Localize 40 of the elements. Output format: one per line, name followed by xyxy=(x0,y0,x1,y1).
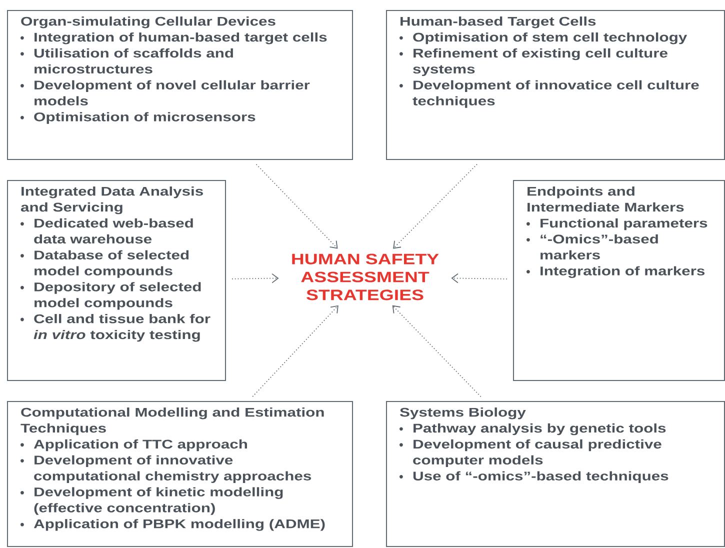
box-heading: Integrated Data Analysis and Servicing xyxy=(20,186,203,214)
arrow xyxy=(232,273,279,284)
topic-box xyxy=(386,401,725,547)
bullet-item: Refinement of existing cell culture systems xyxy=(400,48,668,76)
arrow xyxy=(451,273,508,284)
central-title: HUMAN SAFETY ASSESSMENT STRATEGIES xyxy=(292,254,439,300)
bullet-item: Database of selected model compounds xyxy=(20,250,189,278)
bullet-item: Integration of markers xyxy=(526,266,704,278)
box-heading: Systems Biology xyxy=(400,408,526,420)
topic-box xyxy=(513,180,725,381)
bullet-item: Application of PBPK modelling (ADME) xyxy=(20,519,325,531)
bullet-item: Pathway analysis by genetic tools xyxy=(400,423,666,436)
arrow xyxy=(393,164,478,249)
bullet-item: “-Omics”-based markers xyxy=(526,234,658,260)
bullet-item: Development of innovative computational chemistry approaches xyxy=(20,455,311,483)
bullet-item: Development of kinetic modelling (effective concentration) xyxy=(20,487,283,515)
box-heading: Organ-simulating Cellular Devices xyxy=(21,16,276,28)
bullet-item: Cell and tissue bank for in vitro toxicity testing xyxy=(20,314,210,342)
box-heading: Computational Modelling and Estimation Techniques xyxy=(20,408,324,436)
bullet-item: Depository of selected model compounds xyxy=(20,282,201,310)
topic-box xyxy=(386,10,725,160)
bullet-item: Development of innovatice cell culture techniques xyxy=(400,80,699,108)
bullet-item: Optimisation of microsensors xyxy=(20,112,256,124)
arrow xyxy=(252,305,338,398)
arrow xyxy=(256,164,338,249)
bullet-item: Application of TTC approach xyxy=(20,439,247,452)
bullet-item: Dedicated web-based data warehouse xyxy=(20,218,193,244)
box-heading: Human-based Target Cells xyxy=(400,16,596,28)
topic-box xyxy=(7,401,353,547)
box-heading: Endpoints and Intermediate Markers xyxy=(528,186,684,212)
bullet-item: Integration of human-based target cells xyxy=(20,32,327,44)
arrow xyxy=(392,305,482,398)
bullet-item: Utilisation of scaffolds and microstructures xyxy=(20,48,233,74)
bullet-item: Functional parameters xyxy=(526,218,708,230)
topic-box xyxy=(7,180,226,381)
topic-box xyxy=(7,10,353,160)
bullet-item: Development of causal predictive computer models xyxy=(400,439,662,468)
bullet-item: Optimisation of stem cell technology xyxy=(400,32,688,44)
bullet-item: Development of novel cellular barrier models xyxy=(20,80,310,106)
bullet-item: Use of “-omics”-based techniques xyxy=(400,471,668,483)
